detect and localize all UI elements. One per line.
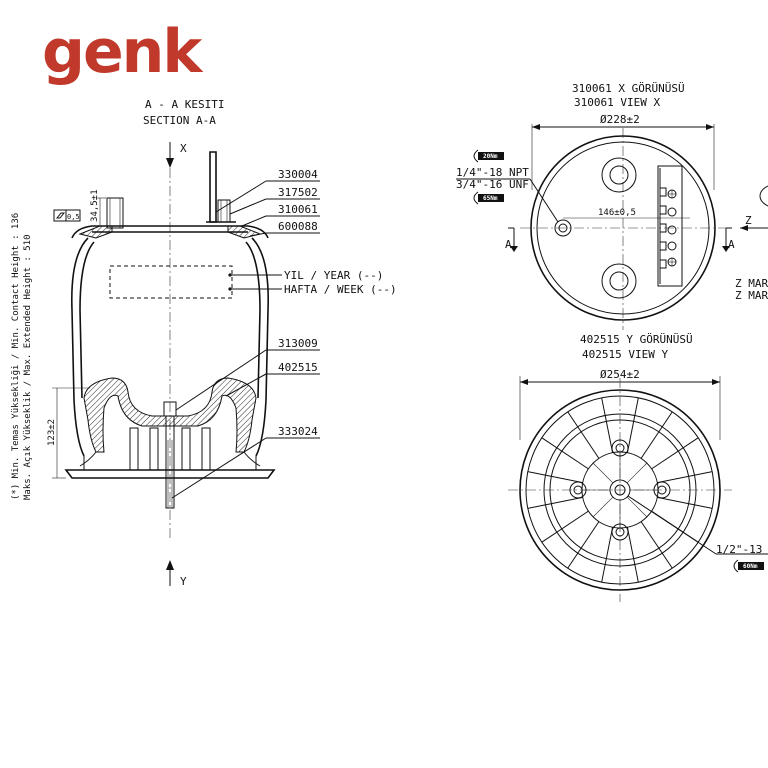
brand-logo: genk [42,17,202,87]
section-title-en: SECTION A-A [143,114,216,127]
axis-z-label: Z [745,214,752,227]
rib [201,427,211,471]
piston-section [83,377,257,453]
bellows-left-outer [71,237,89,457]
part-333024: 333024 [278,425,318,438]
rib [181,427,191,471]
bellows-right-outer [251,237,269,457]
view-x-title-en: 310061 VIEW X [574,96,660,109]
z-mark-2: Z MARK [735,289,768,302]
rib [129,427,139,471]
torque-65nm: 65Nm [483,195,498,202]
part-317502: 317502 [278,186,318,199]
rib-line [567,521,600,569]
wrench-icon: 65Nm [473,191,504,205]
rib-line [541,510,589,543]
wrench-icon: 60Nm [733,559,764,573]
height-label-contact: (*) Min. Temas Yüksekliği / Min. Contact… [11,213,21,500]
date-code-box [109,265,233,299]
year-label: YIL / YEAR (--) [284,269,383,282]
height-label-extended: Maks. Açık Yükseklik / Max. Extended Hei… [23,234,33,500]
section-marker-left: A [505,238,512,251]
view-y-title-tr: 402515 Y GÖRÜNÜSÜ [580,333,693,346]
torque-20nm: 20Nm [483,153,498,160]
z-mark-1: Z MARK [735,277,768,290]
rib-line [626,397,639,453]
bracket-plate [209,151,217,223]
part-313009: 313009 [278,337,318,350]
rib-line [527,471,583,484]
view-y-thread: 1/2"-13 UN [716,543,768,556]
view-x-dim-146: 146±0,5 [598,208,636,218]
central-bolt [165,415,175,509]
thread-unf: 3/4"-16 UNF [456,178,529,191]
week-label: HAFTA / WEEK (--) [284,283,397,296]
bracket-holes [667,189,677,267]
view-x-diameter: Ø228±2 [600,113,640,126]
bellows-left-inner [79,241,95,399]
rib-line [657,496,713,509]
bracket-strip [657,165,683,287]
view-y-title-en: 402515 VIEW Y [582,348,668,361]
flatness-frame [53,209,81,222]
rib-line [640,521,673,569]
section-marker-right: A [728,238,735,251]
section-view: A - A KESITI SECTION A-A X Y 34,5±1 [11,98,397,588]
axis-y-label: Y [180,575,187,588]
air-fitting [106,197,124,229]
rib-line [541,437,589,470]
section-title-tr: A - A KESITI [145,98,224,111]
stud-hole-bottom [601,263,637,299]
part-leaders: 330004 317502 310061 600088 313009 40251… [171,168,320,499]
flatness-value: 0,5 [67,213,80,221]
top-stud [217,199,231,223]
dimension-123: 123±2 [47,419,57,446]
air-port [554,219,572,237]
rib-line [567,411,600,459]
rib-line [601,527,614,583]
rib-line [601,397,614,453]
mounting-holes [569,439,671,541]
view-y: 402515 Y GÖRÜNÜSÜ 402515 VIEW Y Ø254±2 1… [508,333,768,602]
bellows-right-inner [245,241,261,399]
inner-rib-line [626,462,648,484]
rib-line [640,411,673,459]
inner-rib-line [626,496,648,518]
wrench-icon: 20Nm [473,149,504,163]
axis-y-arrowhead [166,560,174,570]
inner-rib-line [592,462,614,484]
axis-x-arrowhead [166,158,174,168]
top-plate [71,225,269,239]
part-310061: 310061 [278,203,318,216]
rib-line [657,471,713,484]
view-y-diameter: Ø254±2 [600,368,640,381]
view-x: 310061 X GÖRÜNÜSÜ 310061 VIEW X Ø228±2 1… [456,82,768,330]
rib [149,427,159,471]
rib-line [527,496,583,509]
torque-60nm: 60Nm [743,563,758,570]
part-330004: 330004 [278,168,318,181]
thread-npt: 1/4"-18 NPT [456,166,529,179]
inner-rib-line [592,496,614,518]
view-x-title-tr: 310061 X GÖRÜNÜSÜ [572,82,685,95]
rib-line [626,527,639,583]
rib-line [651,437,699,470]
part-402515: 402515 [278,361,318,374]
stud-hole-top [601,157,637,193]
part-600088: 600088 [278,220,318,233]
dimension-34-5: 34,5±1 [90,189,100,222]
axis-x-label: X [180,142,187,155]
